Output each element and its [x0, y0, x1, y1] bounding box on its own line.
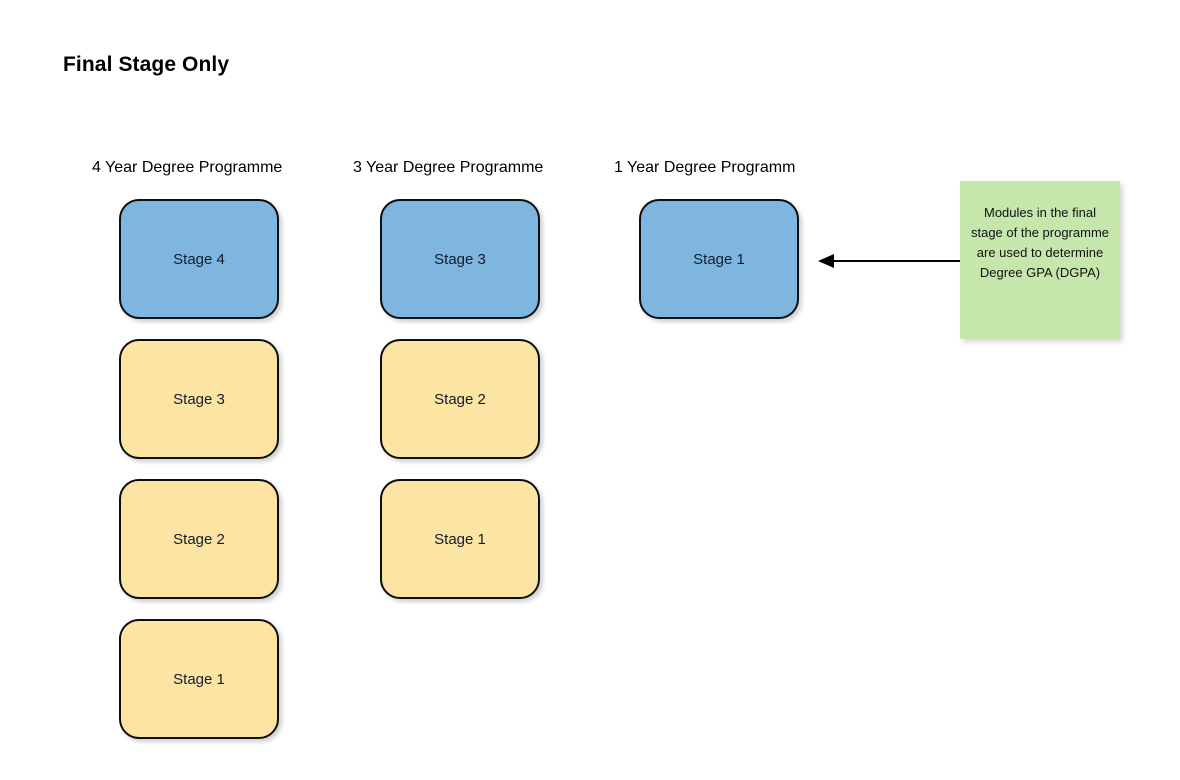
page-title: Final Stage Only: [63, 53, 230, 76]
stage-box-4year-stage3[interactable]: Stage 3: [119, 339, 279, 459]
stage-box-3year-stage3[interactable]: Stage 3: [380, 199, 540, 319]
stage-box-4year-stage1[interactable]: Stage 1: [119, 619, 279, 739]
column-header-3-year: 3 Year Degree Programme: [353, 159, 544, 176]
column-header-1-year: 1 Year Degree Programm: [614, 159, 796, 176]
stage-box-3year-stage1[interactable]: Stage 1: [380, 479, 540, 599]
stage-box-4year-stage2[interactable]: Stage 2: [119, 479, 279, 599]
annotation-note: Modules in the final stage of the progra…: [960, 181, 1120, 339]
stage-box-4year-stage4[interactable]: Stage 4: [119, 199, 279, 319]
connector-arrow-icon: [818, 254, 960, 268]
stage-box-3year-stage2[interactable]: Stage 2: [380, 339, 540, 459]
column-header-4-year: 4 Year Degree Programme: [92, 159, 283, 176]
stage-box-1year-stage1[interactable]: Stage 1: [639, 199, 799, 319]
